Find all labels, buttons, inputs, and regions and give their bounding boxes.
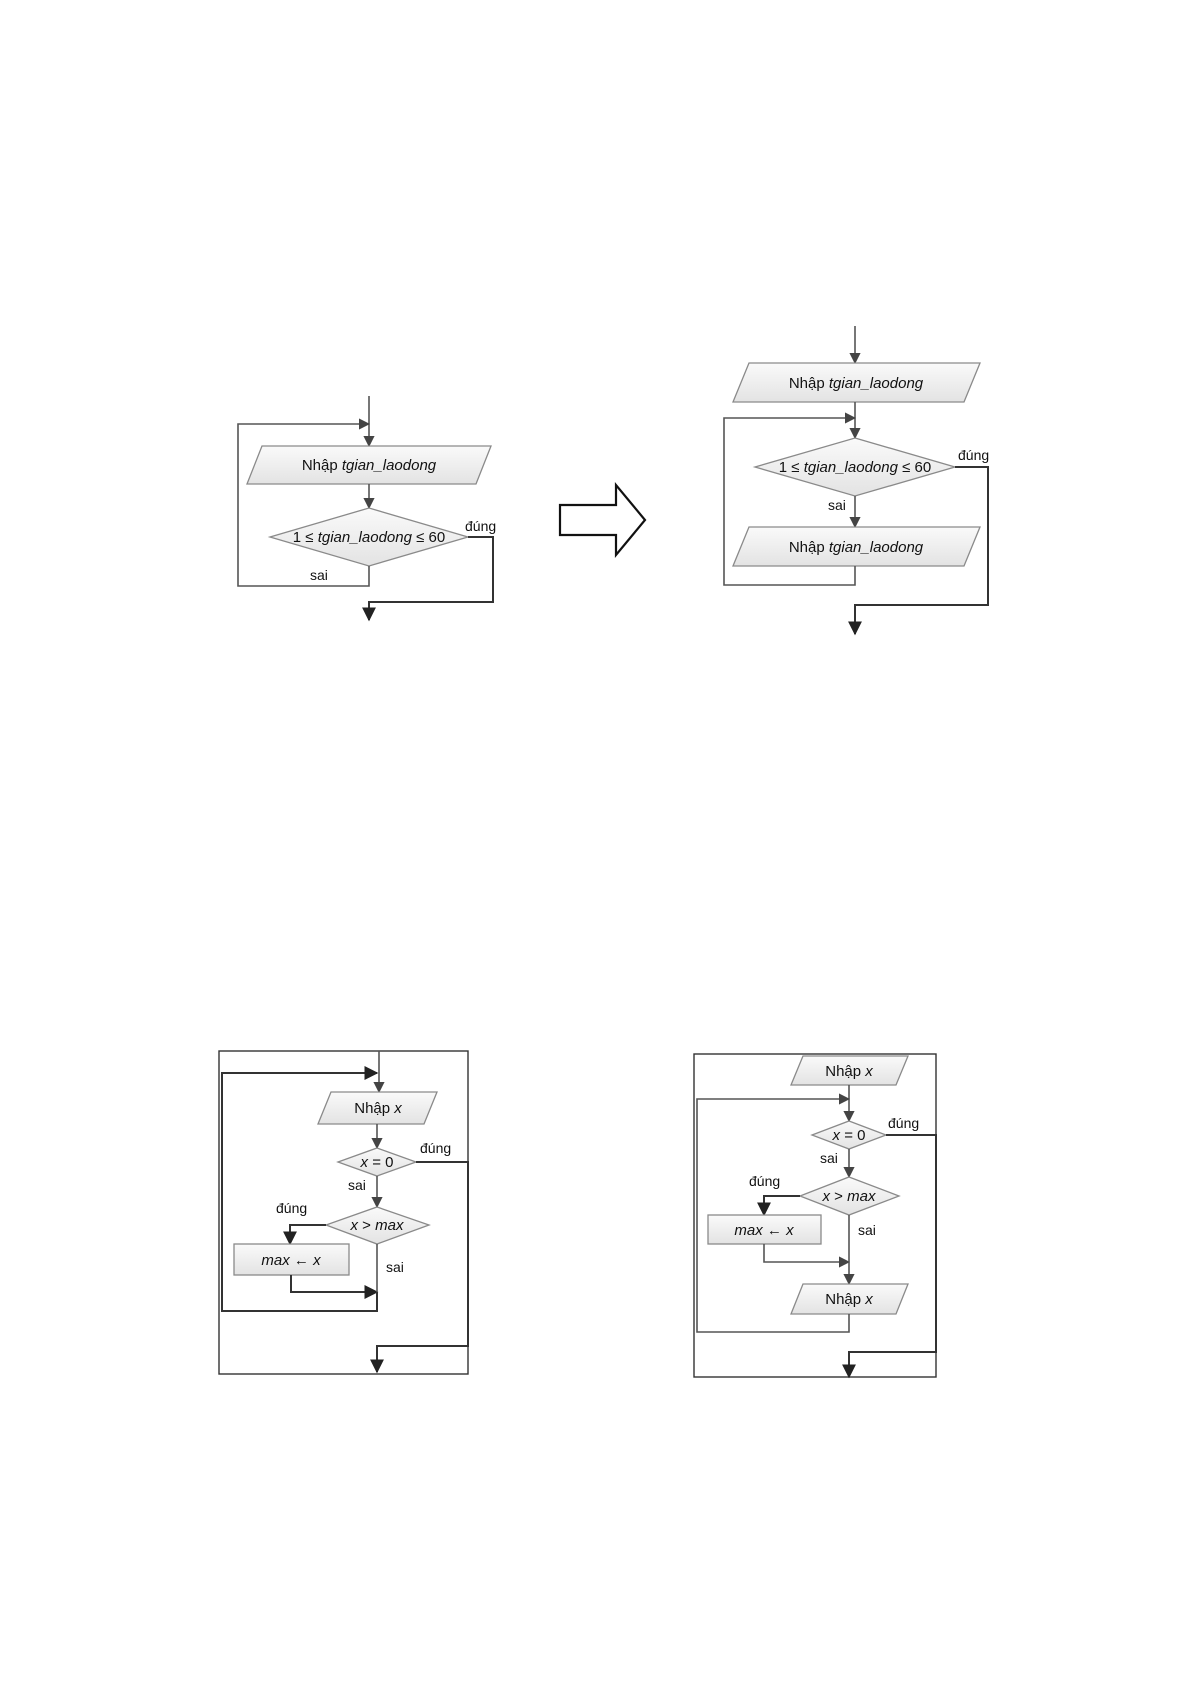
cond1-text: x = 0 xyxy=(360,1154,394,1171)
input-text: Nhập tgian_laodong xyxy=(302,457,437,474)
cond2-false-label: sai xyxy=(386,1259,404,1275)
input2-text: Nhập tgian_laodong xyxy=(789,539,924,556)
flowchart-input-loop-after: Nhập tgian_laodong 1 ≤ tgian_laodong ≤ 6… xyxy=(724,326,989,634)
flowchart-max-after: Nhập x x = 0 đúng sai x > max đúng sai m… xyxy=(694,1054,936,1377)
input-text: Nhập tgian_laodong xyxy=(789,375,924,392)
cond1-true-label: đúng xyxy=(888,1115,919,1131)
transform-arrow-icon xyxy=(560,485,645,555)
false-label: sai xyxy=(828,497,846,513)
assign-text: max ← x xyxy=(734,1222,794,1239)
cond2-text: x > max xyxy=(350,1217,404,1234)
true-label: đúng xyxy=(958,447,989,463)
cond1-true-label: đúng xyxy=(420,1140,451,1156)
decision-text: 1 ≤ tgian_laodong ≤ 60 xyxy=(779,459,931,476)
input-text: Nhập x xyxy=(354,1100,402,1117)
assign-to-merge-arrow xyxy=(764,1244,849,1262)
cond2-true-arrow xyxy=(290,1225,326,1244)
input2-text: Nhập x xyxy=(825,1291,873,1308)
assign-to-merge-arrow xyxy=(291,1275,377,1292)
input-text: Nhập x xyxy=(825,1063,873,1080)
flowchart-max-before: Nhập x x = 0 đúng sai x > max đúng sai m… xyxy=(219,1051,468,1374)
cond1-false-label: sai xyxy=(820,1150,838,1166)
false-label: sai xyxy=(310,567,328,583)
cond2-true-label: đúng xyxy=(749,1173,780,1189)
decision-text: 1 ≤ tgian_laodong ≤ 60 xyxy=(293,529,445,546)
cond1-text: x = 0 xyxy=(832,1127,866,1144)
cond2-text: x > max xyxy=(822,1188,876,1205)
assign-text: max ← x xyxy=(261,1252,321,1269)
cond2-true-arrow xyxy=(764,1196,800,1215)
flowchart-input-loop-before: Nhập tgian_laodong 1 ≤ tgian_laodong ≤ 6… xyxy=(238,396,496,620)
true-label: đúng xyxy=(465,518,496,534)
cond2-true-label: đúng xyxy=(276,1200,307,1216)
cond2-false-label: sai xyxy=(858,1222,876,1238)
cond1-false-label: sai xyxy=(348,1177,366,1193)
exit-arrow xyxy=(849,1135,936,1377)
